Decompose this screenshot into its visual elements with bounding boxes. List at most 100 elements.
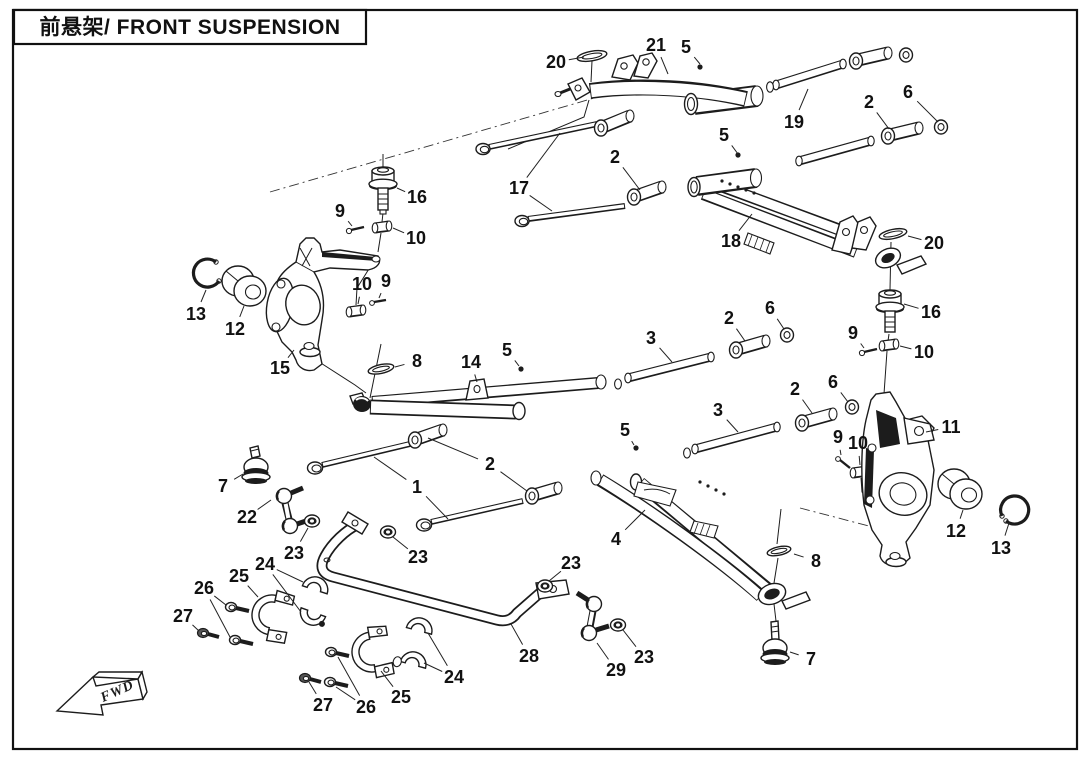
- leader-line: [474, 374, 478, 383]
- leader-line: [738, 213, 753, 232]
- bolt-26d: [323, 676, 349, 688]
- leader-line: [394, 363, 405, 368]
- callout-2: 2: [724, 308, 734, 328]
- leader-line: [631, 440, 635, 446]
- leader-line: [514, 360, 520, 367]
- leader-line: [209, 599, 231, 638]
- callout-9: 9: [848, 323, 858, 343]
- flange-nut-6b: [844, 399, 860, 415]
- lock-nut-23c: [536, 579, 554, 593]
- leader-line: [693, 56, 701, 65]
- centerlines: [269, 60, 892, 622]
- pivot-shaft-3b: [683, 421, 781, 459]
- bolt-26a: [224, 601, 250, 613]
- washer-20a: [576, 49, 608, 63]
- castle-nut-10c: [345, 304, 367, 318]
- leader-line: [596, 642, 609, 660]
- leader-line: [233, 473, 244, 480]
- weld-nut-5a: [697, 64, 703, 70]
- leader-line: [726, 419, 739, 433]
- callout-16: 16: [921, 302, 941, 322]
- leader-line: [392, 227, 405, 234]
- lock-nut-23a: [303, 514, 321, 528]
- callout-7: 7: [806, 649, 816, 669]
- callout-9: 9: [335, 201, 345, 221]
- callout-5: 5: [719, 125, 729, 145]
- callout-8: 8: [811, 551, 821, 571]
- callout-3: 3: [646, 328, 656, 348]
- callout-7: 7: [218, 476, 228, 496]
- leader-line: [798, 88, 809, 111]
- leader-line: [272, 574, 302, 613]
- callout-16: 16: [407, 187, 427, 207]
- leader-line: [659, 347, 673, 363]
- leader-line: [392, 536, 409, 550]
- callout-2: 2: [864, 92, 874, 112]
- callout-13: 13: [186, 304, 206, 324]
- bushing-2h: [626, 180, 667, 206]
- leader-line: [959, 509, 964, 519]
- page-title: 前悬架/ FRONT SUSPENSION: [39, 15, 340, 39]
- leader-line: [622, 629, 637, 648]
- leader-line: [916, 100, 939, 123]
- callout-18: 18: [721, 231, 741, 251]
- leader-line: [1004, 522, 1010, 536]
- leader-line: [337, 656, 361, 696]
- castle-nut-10a: [371, 220, 393, 234]
- bushing-2c: [728, 334, 771, 359]
- bearing-12a: [221, 265, 267, 307]
- weld-nut-5d: [633, 445, 639, 451]
- title-block: 前悬架/ FRONT SUSPENSION: [12, 8, 368, 46]
- leader-line: [526, 132, 561, 178]
- pivot-shaft-19a: [766, 58, 847, 93]
- upper-a-arm-left: [554, 52, 764, 116]
- steering-knuckle-left: [265, 237, 381, 372]
- leader-line: [500, 471, 528, 492]
- leader-line: [247, 585, 259, 598]
- callout-23: 23: [284, 543, 304, 563]
- callout-24: 24: [444, 667, 464, 687]
- callout-13: 13: [991, 538, 1011, 558]
- callout-15: 15: [270, 358, 290, 378]
- callout-10: 10: [914, 342, 934, 362]
- flange-nut-6a: [779, 327, 795, 343]
- leader-line: [200, 289, 207, 303]
- leader-line: [378, 292, 382, 299]
- leader-line: [347, 220, 353, 227]
- callout-20: 20: [546, 52, 566, 72]
- cotter-pin-9b: [858, 347, 878, 357]
- callout-5: 5: [502, 340, 512, 360]
- weld-nut-5c: [518, 366, 524, 372]
- snap-ring-13b: [999, 494, 1031, 526]
- leader-line: [731, 145, 739, 155]
- callout-6: 6: [828, 372, 838, 392]
- ball-joint-16b: [875, 289, 905, 333]
- leader-line: [840, 392, 849, 403]
- bolt-26b: [228, 634, 254, 646]
- callout-19: 19: [784, 112, 804, 132]
- leader-line: [907, 235, 922, 241]
- leader-line: [213, 595, 227, 606]
- leader-line: [925, 429, 939, 433]
- callout-27: 27: [313, 695, 333, 715]
- callout-9: 9: [381, 271, 391, 291]
- leader-line: [776, 318, 785, 330]
- leader-line: [789, 651, 799, 656]
- fwd-arrow: FWD: [55, 670, 148, 716]
- lower-a-arm-right: [590, 445, 811, 610]
- steering-knuckle-right: [861, 391, 935, 568]
- leader-line: [308, 681, 317, 695]
- cotter-pin-9c: [369, 298, 387, 306]
- callout-2: 2: [485, 454, 495, 474]
- callout-2: 2: [610, 147, 620, 167]
- pivot-bolt-1b: [415, 498, 524, 532]
- callout-5: 5: [620, 420, 630, 440]
- stabilizer-link-22: [275, 485, 310, 535]
- pivot-bolt-17a: [475, 121, 598, 156]
- callout-12: 12: [225, 319, 245, 339]
- callout-28: 28: [519, 646, 539, 666]
- leader-line: [622, 167, 641, 191]
- pivot-shaft-3a: [614, 351, 715, 390]
